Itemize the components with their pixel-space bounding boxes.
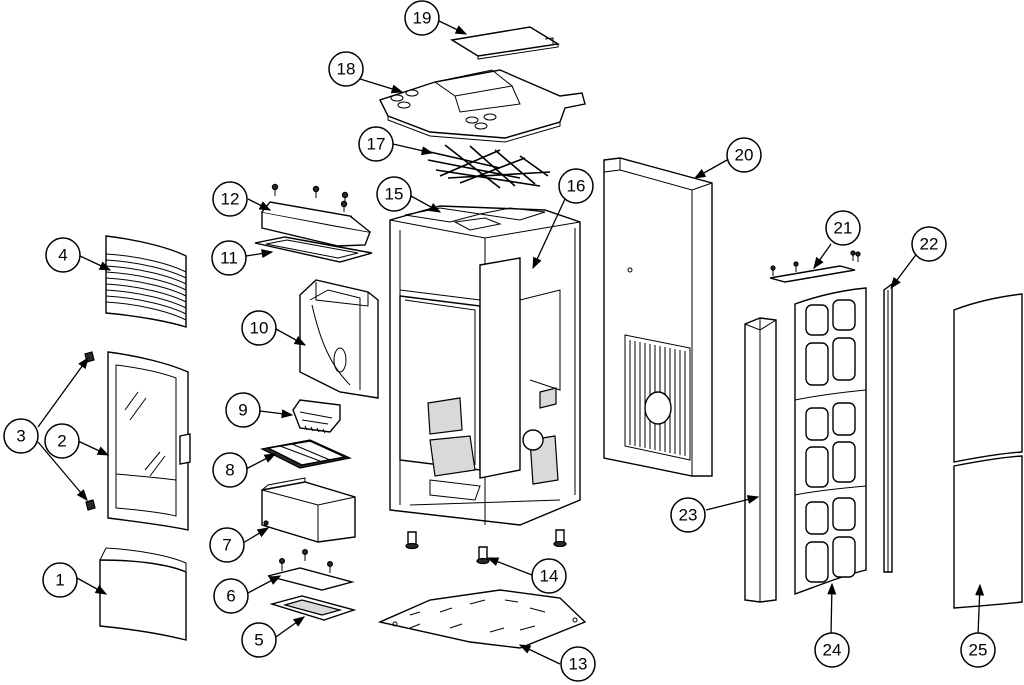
part-21-bracket xyxy=(769,250,861,283)
callout-15: 15 xyxy=(376,176,412,212)
svg-text:21: 21 xyxy=(834,219,853,238)
svg-text:9: 9 xyxy=(238,401,247,420)
part-14-feet xyxy=(405,529,567,565)
callout-12: 12 xyxy=(212,181,248,217)
callout-11: 11 xyxy=(211,240,247,276)
part-6-plate xyxy=(267,548,355,591)
part-9-brazier xyxy=(292,399,341,434)
leader-lines xyxy=(37,19,985,665)
svg-text:14: 14 xyxy=(540,567,559,586)
part-11-gasket xyxy=(254,236,373,263)
callout-1: 1 xyxy=(42,562,78,598)
svg-text:20: 20 xyxy=(735,146,754,165)
svg-text:7: 7 xyxy=(222,536,231,555)
part-23-corner-column xyxy=(744,317,777,603)
svg-text:3: 3 xyxy=(16,427,25,446)
svg-text:17: 17 xyxy=(367,135,386,154)
part-15-16-main-body xyxy=(389,205,581,526)
part-10-combustion-chamber xyxy=(299,279,379,399)
callout-14: 14 xyxy=(531,558,567,594)
svg-text:1: 1 xyxy=(55,571,64,590)
callout-10: 10 xyxy=(241,310,277,346)
svg-text:18: 18 xyxy=(337,60,356,79)
callout-13: 13 xyxy=(560,646,596,682)
part-18-top-plate xyxy=(379,69,586,143)
part-1-lower-panel xyxy=(99,547,187,641)
svg-text:4: 4 xyxy=(58,246,67,265)
svg-text:24: 24 xyxy=(823,641,842,660)
part-3-hinge-bolts xyxy=(84,351,96,511)
callout-2: 2 xyxy=(44,423,80,459)
callout-22: 22 xyxy=(911,226,947,262)
svg-text:2: 2 xyxy=(57,432,66,451)
part-19-top-lid xyxy=(450,26,561,60)
callout-20: 20 xyxy=(726,137,762,173)
svg-text:5: 5 xyxy=(254,631,263,650)
callout-19: 19 xyxy=(404,0,440,36)
callout-5: 5 xyxy=(241,622,277,658)
part-20-rear-panel xyxy=(603,157,713,477)
callout-21: 21 xyxy=(825,210,861,246)
callout-9: 9 xyxy=(225,392,261,428)
callout-23: 23 xyxy=(670,497,706,533)
svg-text:8: 8 xyxy=(225,461,234,480)
svg-text:16: 16 xyxy=(567,177,586,196)
callout-25: 25 xyxy=(960,632,996,668)
callout-8: 8 xyxy=(212,452,248,488)
callout-7: 7 xyxy=(209,527,245,563)
part-5-frame-gasket xyxy=(269,595,357,621)
svg-text:12: 12 xyxy=(221,190,240,209)
callout-16: 16 xyxy=(558,168,594,204)
svg-text:6: 6 xyxy=(226,587,235,606)
svg-text:23: 23 xyxy=(679,506,698,525)
callout-24: 24 xyxy=(814,632,850,668)
part-8-grate xyxy=(260,439,352,469)
svg-text:22: 22 xyxy=(920,235,939,254)
part-7-ash-drawer xyxy=(261,477,356,543)
svg-text:10: 10 xyxy=(250,319,269,338)
callout-6: 6 xyxy=(213,578,249,614)
part-17-mesh-grid xyxy=(427,144,551,189)
part-4-front-grille xyxy=(105,235,187,328)
svg-text:13: 13 xyxy=(569,655,588,674)
part-12-heat-exchanger xyxy=(261,183,371,247)
part-13-base-plate xyxy=(377,589,587,649)
callout-3: 3 xyxy=(3,418,39,454)
part-22-side-trim xyxy=(883,282,893,573)
part-2-door xyxy=(107,351,191,531)
svg-text:15: 15 xyxy=(385,185,404,204)
svg-text:11: 11 xyxy=(220,249,238,268)
callout-17: 17 xyxy=(358,126,394,162)
part-24-decorative-panel xyxy=(794,287,867,595)
callout-4: 4 xyxy=(45,237,81,273)
callout-18: 18 xyxy=(328,51,364,87)
part-25-side-panel xyxy=(953,293,1023,609)
svg-text:19: 19 xyxy=(413,9,432,28)
svg-text:25: 25 xyxy=(969,641,988,660)
